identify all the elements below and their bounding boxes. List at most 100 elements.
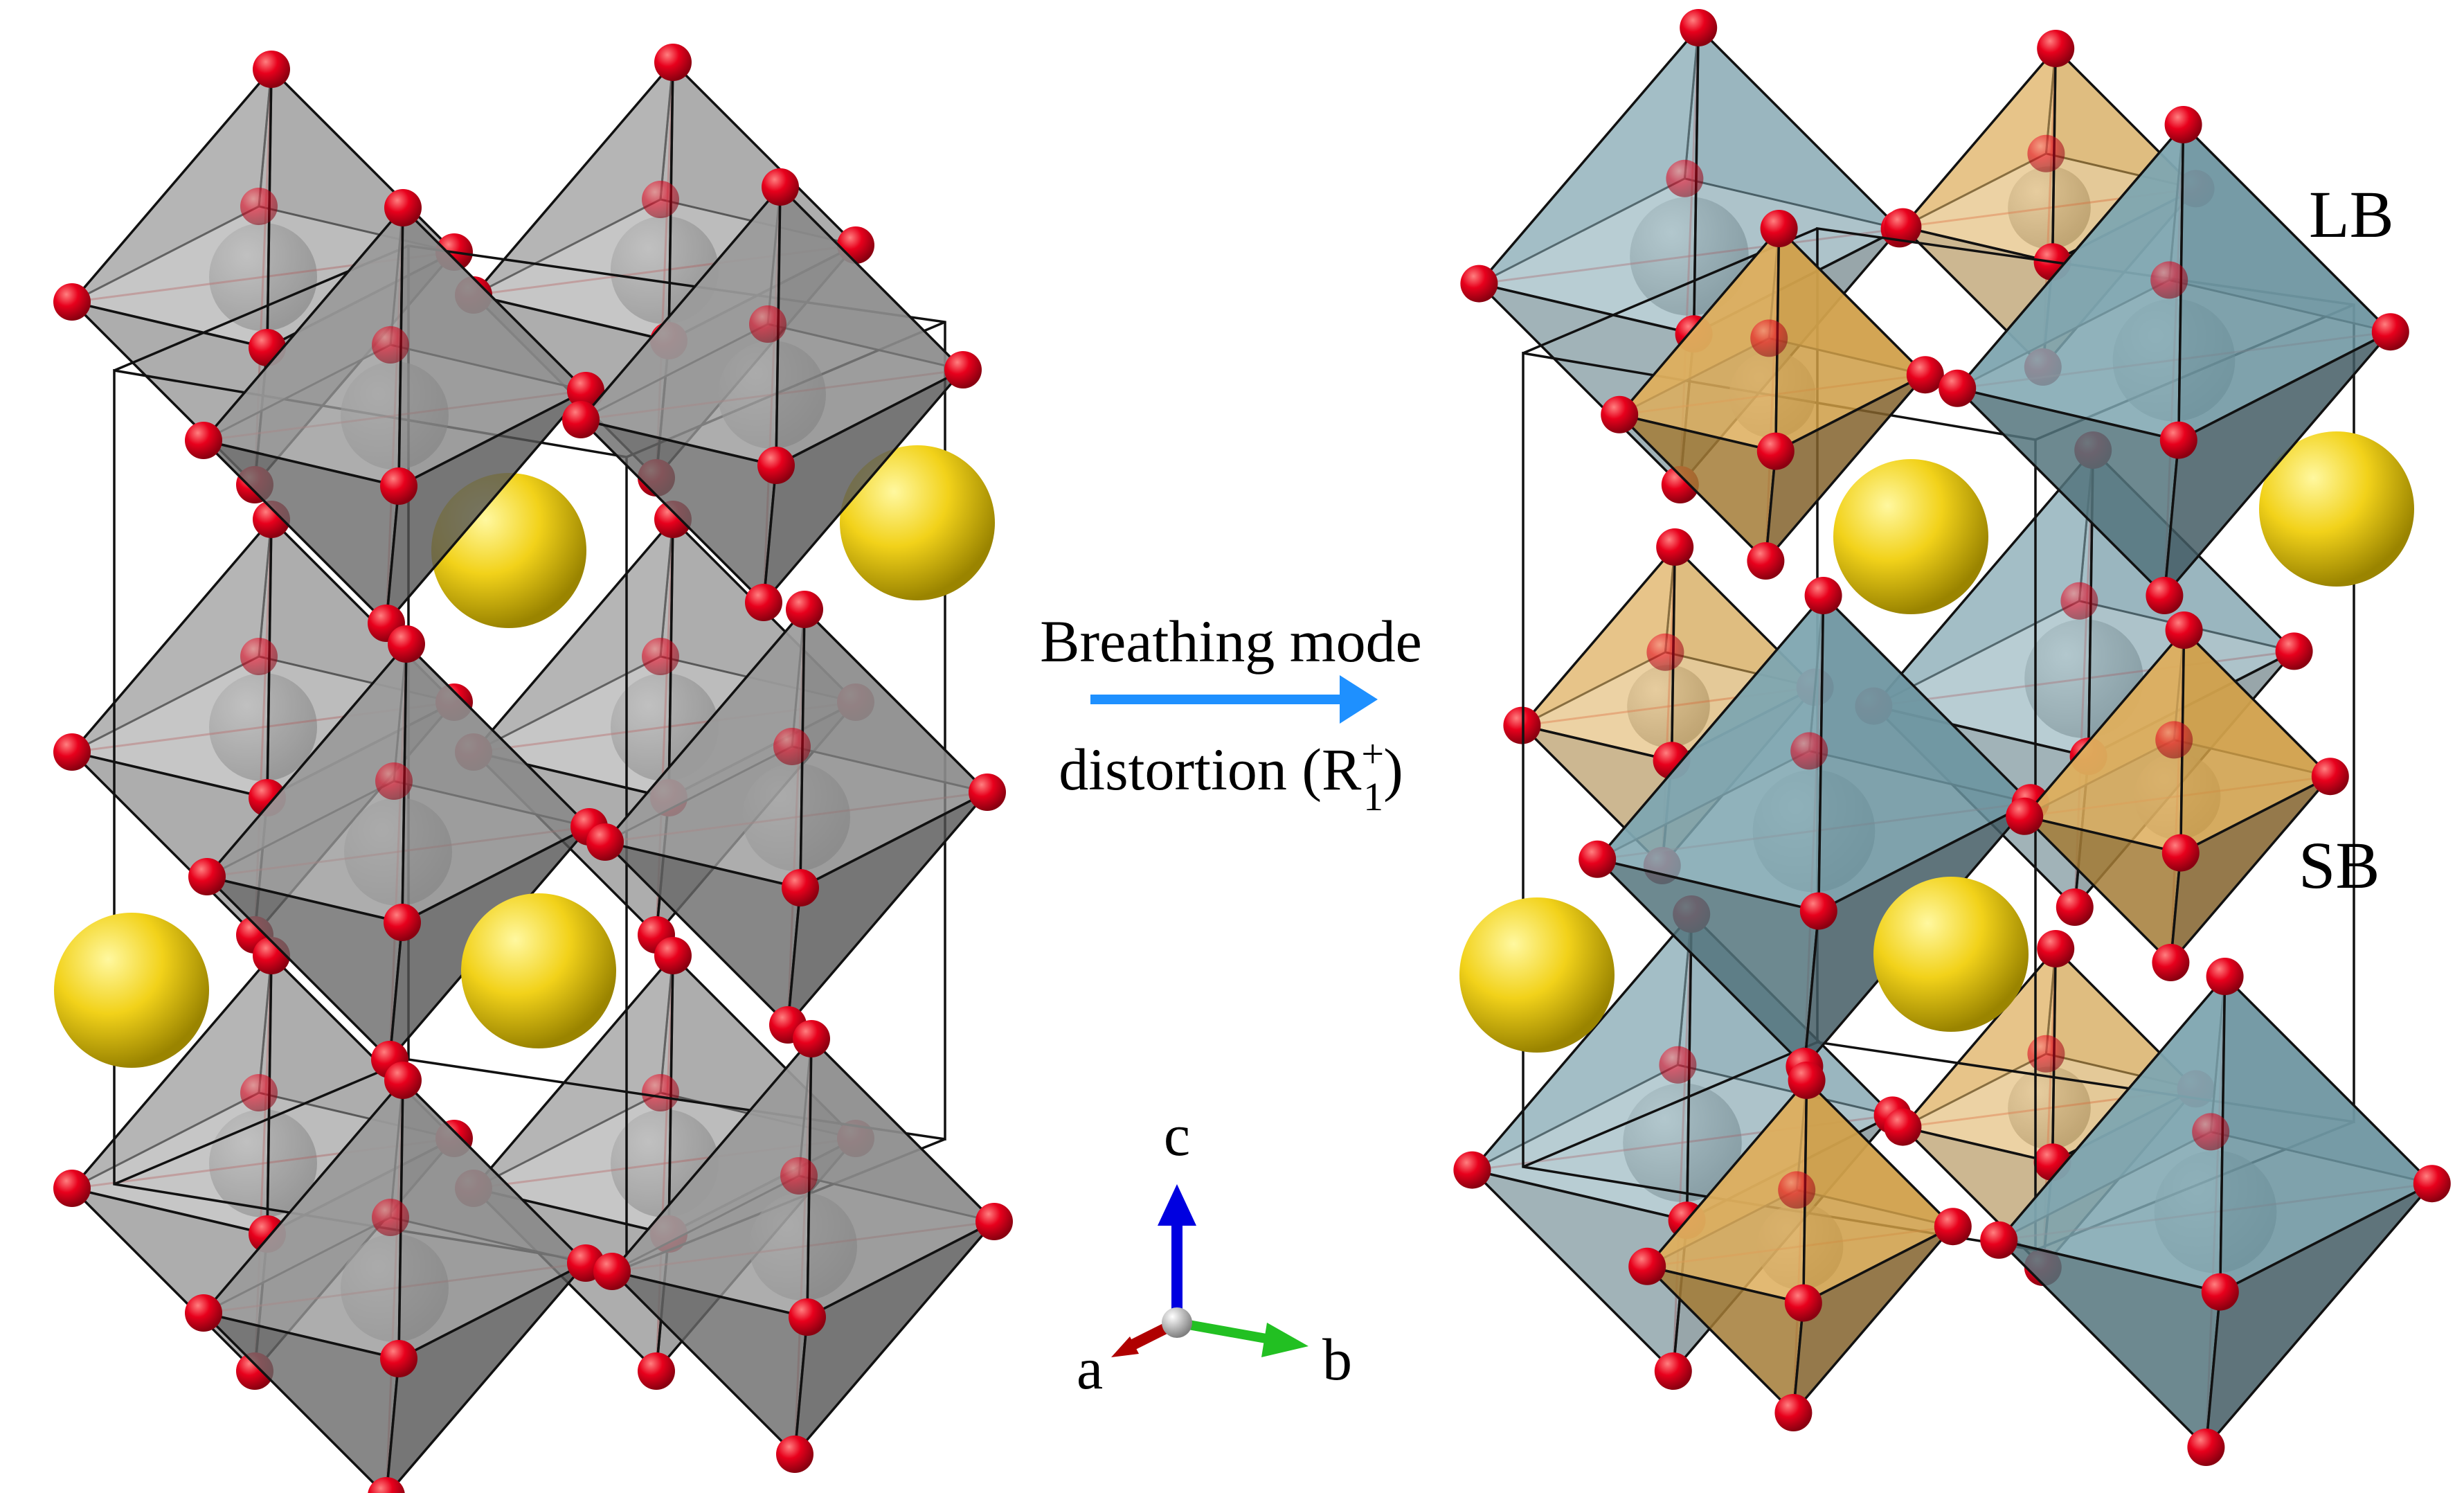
octa-face xyxy=(2204,1182,2434,1451)
oxygen-atom xyxy=(53,733,91,771)
oxygen-atom xyxy=(1646,633,1684,671)
oxygen-atom xyxy=(757,447,795,484)
axis-origin xyxy=(1162,1307,1192,1338)
oxygen-atom xyxy=(776,1436,813,1473)
oxygen-atom xyxy=(1750,319,1788,357)
a-site-atom xyxy=(1833,459,1988,614)
oxygen-atom xyxy=(2413,1165,2451,1203)
oxygen-atom xyxy=(2146,577,2184,614)
oxygen-atom xyxy=(1601,395,1639,433)
oxygen-atom xyxy=(1774,1394,1813,1431)
octahedron xyxy=(2006,611,2349,981)
oxygen-atom xyxy=(654,937,692,974)
octa-face xyxy=(1792,1225,1954,1417)
oxygen-atom xyxy=(2037,30,2075,67)
oxygen-atom xyxy=(642,181,679,218)
a-site-atom xyxy=(54,913,209,1068)
oxygen-atom xyxy=(53,283,91,321)
oxygen-atom xyxy=(2164,106,2202,143)
oxygen-atom xyxy=(1934,1208,1972,1246)
oxygen-atom xyxy=(1453,1151,1491,1189)
oxygen-atom xyxy=(368,1477,405,1493)
oxygen-atom xyxy=(388,625,425,663)
arrow-head xyxy=(1340,675,1378,724)
oxygen-atom xyxy=(1788,1062,1826,1099)
oxygen-atom xyxy=(782,869,819,906)
oxygen-atom xyxy=(2275,632,2313,670)
oxygen-atom xyxy=(53,1170,91,1207)
oxygen-atom xyxy=(1654,1352,1692,1390)
oxygen-atom xyxy=(2027,1035,2065,1073)
oxygen-atom xyxy=(1906,356,1944,394)
oxygen-atom xyxy=(789,1298,826,1336)
a-site-atom xyxy=(840,445,995,600)
oxygen-atom xyxy=(975,1203,1013,1240)
short-bond-label: SB xyxy=(2299,828,2380,902)
oxygen-atom xyxy=(253,51,290,88)
oxygen-atom xyxy=(762,168,799,206)
undistorted-structure xyxy=(53,44,1013,1493)
oxygen-atom xyxy=(1784,1284,1822,1322)
oxygen-atom xyxy=(2161,834,2200,872)
oxygen-atom xyxy=(384,1062,422,1099)
a-site-atom xyxy=(1459,897,1615,1053)
axis-c-label: c xyxy=(1164,1102,1190,1168)
octahedron xyxy=(1980,958,2451,1466)
oxygen-atom xyxy=(780,1157,818,1195)
oxygen-atom xyxy=(188,858,226,895)
oxygen-atom xyxy=(586,823,624,861)
octahedron xyxy=(1601,210,1944,580)
octahedron xyxy=(1628,1062,1972,1431)
oxygen-atom xyxy=(372,326,409,364)
oxygen-atom xyxy=(185,1294,222,1332)
oxygen-atom xyxy=(240,188,278,225)
octa-face xyxy=(786,791,989,1029)
a-site-atom xyxy=(461,893,616,1048)
oxygen-atom xyxy=(1680,9,1718,46)
oxygen-atom xyxy=(1666,159,1704,197)
long-bond-label: LB xyxy=(2309,177,2394,251)
oxygen-atom xyxy=(372,1199,409,1236)
oxygen-atom xyxy=(749,305,786,343)
oxygen-atom xyxy=(1884,1108,1922,1146)
oxygen-atom xyxy=(786,591,823,628)
oxygen-atom xyxy=(2206,958,2244,995)
octahedron xyxy=(185,1062,604,1493)
oxygen-atom xyxy=(2159,421,2197,459)
oxygen-atom xyxy=(1804,577,1842,614)
oxygen-atom xyxy=(2027,134,2065,172)
oxygen-atom xyxy=(2037,930,2075,967)
axis-b-label: b xyxy=(1322,1326,1352,1393)
oxygen-atom xyxy=(969,774,1006,811)
oxygen-atom xyxy=(384,904,421,941)
octa-face xyxy=(1477,24,1700,336)
octahedron xyxy=(1939,106,2409,614)
arrow-top-label: Breathing mode xyxy=(1040,608,1422,674)
octa-face xyxy=(384,389,587,627)
cell-edge xyxy=(114,1058,409,1186)
oxygen-atom xyxy=(745,584,782,621)
cell-edge xyxy=(1522,1041,1818,1168)
oxygen-atom xyxy=(567,372,604,409)
oxygen-atom xyxy=(642,1074,679,1111)
oxygen-atom xyxy=(1628,1247,1666,1285)
oxygen-atom xyxy=(1760,210,1798,247)
oxygen-atom xyxy=(2056,888,2094,926)
oxygen-atom xyxy=(2311,758,2349,796)
octa-face xyxy=(2169,775,2332,967)
octahedron xyxy=(185,189,604,642)
arrow-bottom-label: distortion (R+1) xyxy=(1059,731,1403,819)
octa-face xyxy=(1764,373,1927,565)
octa-face xyxy=(385,1262,587,1493)
oxygen-atom xyxy=(2155,721,2193,759)
a-site-atom xyxy=(2259,431,2414,587)
oxygen-atom xyxy=(773,728,811,765)
octahedron xyxy=(593,1020,1013,1473)
oxygen-atom xyxy=(2060,582,2098,620)
oxygen-atom xyxy=(2201,1273,2239,1311)
oxygen-atom xyxy=(1747,542,1785,580)
oxygen-atom xyxy=(1799,892,1837,930)
oxygen-atom xyxy=(1980,1221,2018,1259)
oxygen-atom xyxy=(240,1074,278,1111)
